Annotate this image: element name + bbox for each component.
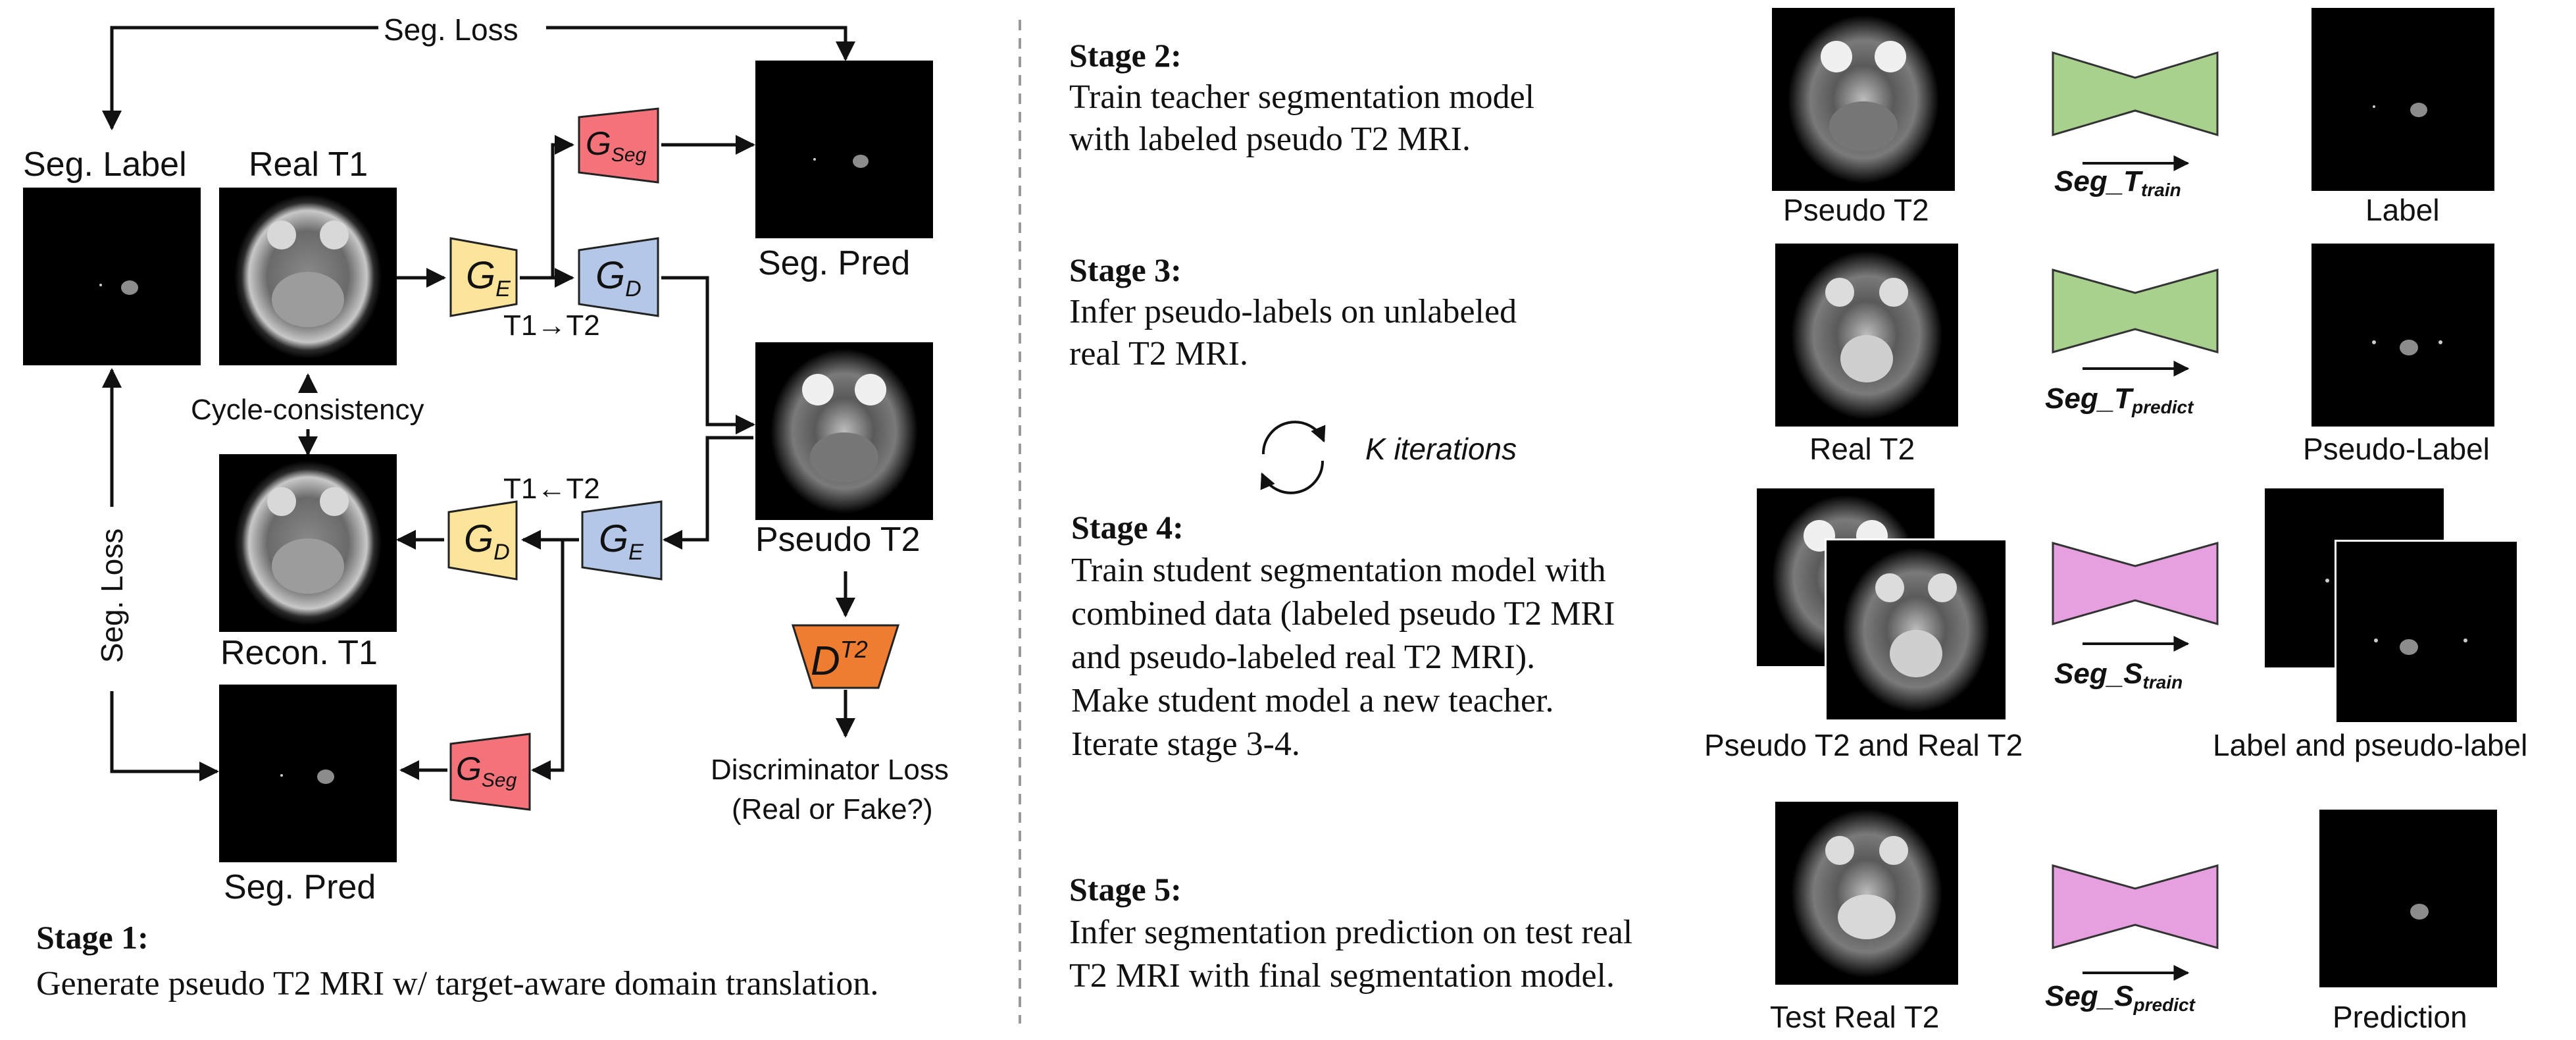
gseg-top-text: GSeg (586, 125, 647, 166)
seg-pred-bottom-mask (219, 685, 397, 862)
stage1-arrows (102, 26, 855, 781)
model-labels: Seg_Ttrain Seg_Tpredict Seg_Strain Seg_S… (2045, 165, 2196, 1015)
pseudo-label-row2-mask (2311, 244, 2494, 427)
seg-loss-side-label: Seg. Loss (95, 528, 129, 663)
real-t2-row3-front-image (1825, 538, 2008, 721)
ge-top-block (449, 237, 518, 317)
gd-top-text: GD (595, 254, 642, 301)
gd-bottom-text: GD (464, 517, 510, 565)
stage5-block: Stage 5: Infer segmentation prediction o… (1069, 868, 1632, 998)
prediction-row4-mask (2319, 810, 2497, 987)
student-predict-model (2052, 864, 2219, 949)
ge-top-text: GE (466, 254, 511, 301)
svg-text:Seg_Spredict: Seg_Spredict (2045, 980, 2196, 1015)
stage4-line2: combined data (labeled pseudo T2 MRI (1071, 595, 1615, 633)
t1-from-t2-label: T1←T2 (503, 473, 600, 505)
teacher-train-model (2052, 51, 2219, 137)
right-arrows (2083, 155, 2190, 981)
seg-loss-top-label: Seg. Loss (384, 13, 518, 47)
stage3-title: Stage 3: (1069, 251, 1182, 288)
svg-text:Seg_Tpredict: Seg_Tpredict (2045, 382, 2194, 417)
disc-text: DT2 (811, 636, 868, 684)
pseudo-t2-caption: Pseudo T2 (755, 521, 921, 559)
seg-pred-bottom-caption: Seg. Pred (224, 868, 376, 906)
row4-input-caption: Test Real T2 (1770, 1000, 1940, 1034)
stage5-title: Stage 5: (1069, 871, 1182, 908)
stage5-line1: Infer segmentation prediction on test re… (1069, 914, 1633, 951)
gd-bottom-block (447, 500, 518, 581)
stage3-line2: real T2 MRI. (1069, 335, 1248, 373)
row3-input-caption: Pseudo T2 and Real T2 (1704, 728, 2023, 762)
gd-top-block (578, 237, 659, 317)
recon-t1-image (219, 454, 397, 632)
stage4-block: Stage 4: Train student segmentation mode… (1071, 506, 1615, 766)
label-row1-mask (2311, 8, 2494, 191)
stage2-line1: Train teacher segmentation model (1069, 78, 1535, 116)
row1-output-caption: Label (2365, 193, 2440, 227)
gseg-top-block (578, 107, 659, 184)
disc-loss-subtext: (Real or Fake?) (732, 793, 933, 825)
real-t1-caption: Real T1 (249, 145, 368, 184)
stage4-line5: Iterate stage 3-4. (1071, 725, 1300, 763)
ge-bottom-text: GE (599, 517, 644, 565)
row4-output-caption: Prediction (2333, 1000, 2467, 1034)
ge-bottom-block (581, 500, 663, 581)
row3-output-caption: Label and pseudo-label (2213, 728, 2528, 762)
stage2-title: Stage 2: (1069, 37, 1182, 74)
real-t1-image (219, 188, 397, 365)
row2-input-caption: Real T2 (1809, 432, 1915, 466)
row1-input-caption: Pseudo T2 (1783, 193, 1929, 227)
seg-loss-side-arrow-down (110, 691, 219, 781)
stage4-line3: and pseudo-labeled real T2 MRI). (1071, 638, 1536, 676)
seg-label-mask (23, 188, 201, 365)
recon-t1-caption: Recon. T1 (220, 634, 378, 672)
stage4-line1: Train student segmentation model with (1071, 552, 1606, 589)
stage1-description: Generate pseudo T2 MRI w/ target-aware d… (36, 965, 879, 1002)
t1-to-t2-label: T1→T2 (503, 309, 600, 342)
student-train-model (2052, 542, 2219, 625)
gseg-bottom-block (449, 733, 531, 811)
real-t2-row2-image (1775, 244, 1958, 427)
arrow-branch-to-gseg-bottom (531, 540, 565, 780)
arrow-gd-to-pseudot2 (661, 276, 755, 434)
gseg-bottom-text: GSeg (456, 750, 517, 791)
seg-pred-top-caption: Seg. Pred (758, 244, 911, 282)
right-models (2052, 51, 2219, 949)
stage1-title: Stage 1: (36, 919, 149, 956)
cycle-consistency-label: Cycle-consistency (191, 394, 424, 426)
teacher-predict-model (2052, 269, 2219, 353)
stage4-line4: Make student model a new teacher. (1071, 682, 1554, 719)
stage4-title: Stage 4: (1071, 509, 1184, 546)
stage1-blocks (447, 107, 900, 811)
row2-output-caption: Pseudo-Label (2303, 432, 2490, 466)
stage5-line2: T2 MRI with final segmentation model. (1069, 957, 1615, 995)
stage2-line2: with labeled pseudo T2 MRI. (1069, 120, 1471, 158)
test-real-t2-row4-image (1775, 802, 1958, 985)
disc-block (791, 624, 900, 689)
pseudo-t2-row1-image (1772, 8, 1955, 191)
seg-pred-top-mask (755, 61, 933, 238)
disc-loss-label: Discriminator Loss (711, 754, 949, 786)
arrow-branch-to-gseg (551, 135, 574, 278)
pseudo-label-row3-front-mask (2335, 540, 2519, 724)
arrow-pseudot2-to-ge-bottom (663, 436, 753, 550)
seg-loss-top-arrow-left (102, 26, 378, 130)
k-iterations-label: K iterations (1365, 432, 1517, 466)
pseudo-t2-image (755, 342, 933, 520)
stage3-block: Stage 3: Infer pseudo-labels on unlabele… (1069, 249, 1517, 375)
svg-text:Seg_Ttrain: Seg_Ttrain (2054, 165, 2181, 200)
seg-label-caption: Seg. Label (23, 145, 187, 184)
stage2-block: Stage 2: Train teacher segmentation mode… (1069, 34, 1534, 161)
block-labels: GE GD GSeg GE GD GSeg DT2 (456, 125, 868, 791)
stage3-line1: Infer pseudo-labels on unlabeled (1069, 293, 1517, 330)
svg-text:Seg_Strain: Seg_Strain (2054, 658, 2183, 692)
seg-loss-top-arrow-right (546, 26, 855, 61)
iteration-cycle-icon (1260, 421, 1326, 494)
